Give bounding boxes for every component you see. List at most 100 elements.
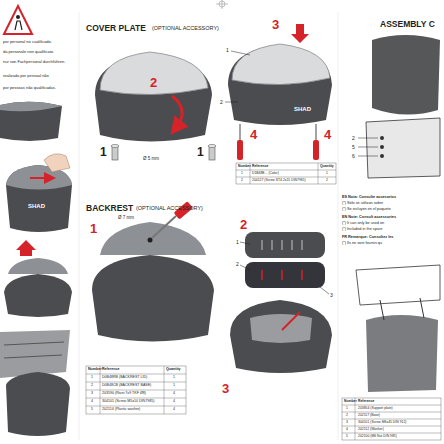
section-subtitle: (OPTIONAL ACCESSORY) <box>136 206 203 212</box>
table-header: Quantity <box>320 165 334 168</box>
illustration-path <box>6 165 72 232</box>
illustration-path <box>250 314 312 343</box>
illustration-path <box>16 240 36 256</box>
table-cell: 1 <box>326 172 328 175</box>
table-cell: 203854 (Support plate) <box>358 407 393 410</box>
illustration-path <box>0 102 62 112</box>
table-cell: D0B48RB (BACKREST LID) <box>102 376 147 380</box>
table-cell: 3 <box>91 392 93 396</box>
callout-number: 2 <box>220 100 223 105</box>
illustration-line <box>315 124 316 140</box>
step-number: 2 <box>150 76 157 89</box>
assembly-note: (*) Ils ne sont fournis qu <box>342 242 382 246</box>
assembly-note: (*) Se incluyen en el paquete <box>342 208 391 212</box>
illustration-line <box>239 124 240 140</box>
illustration-path <box>262 270 302 280</box>
illustration-line <box>320 287 329 294</box>
step-number: 1 <box>100 146 107 158</box>
illustration-path <box>366 315 438 392</box>
illustration-path <box>372 35 440 115</box>
illustration-rect <box>237 140 243 160</box>
assembly-note: (*) Included in the spare <box>342 228 382 232</box>
illustration-path <box>15 21 22 30</box>
table-header: Reference <box>358 400 374 403</box>
illustration-path <box>232 44 330 85</box>
illustration-rect <box>209 146 215 160</box>
illustration-path <box>228 45 332 125</box>
table-cell: 4 <box>91 400 93 404</box>
callout-number: 6 <box>352 154 355 159</box>
table-cell: 202112 (Washer) <box>358 428 384 431</box>
assembly-note: EN Note: Consult accessories <box>342 216 396 220</box>
illustration-circle <box>380 145 384 149</box>
illustration-path <box>30 177 50 179</box>
callout-number: 5 <box>352 145 355 150</box>
illustration-rect <box>342 398 441 440</box>
callout-number: 1 <box>226 48 229 53</box>
illustration-path <box>0 102 62 141</box>
illustration-path <box>366 118 440 178</box>
illustration-path <box>86 366 186 414</box>
note-text: por pessoas não qualificadas. <box>3 86 56 90</box>
dimension-label: Ø 5 mm <box>143 157 159 162</box>
illustration-rect <box>112 146 118 160</box>
illustration-path <box>230 300 332 373</box>
section-title: BACKREST <box>86 204 133 213</box>
illustration-line <box>79 12 80 440</box>
illustration-ellipse <box>111 145 119 148</box>
illustration-path <box>100 222 206 255</box>
table-cell: 4 <box>346 428 348 431</box>
note-text: nur von Fachpersonal durchführen. <box>3 60 65 64</box>
table-cell: 5 <box>91 408 93 412</box>
section-title: ASSEMBLY C <box>380 20 435 29</box>
step-number: 1 <box>90 222 97 235</box>
table-cell: 2 <box>326 179 328 182</box>
table-cell: 4 <box>173 408 175 412</box>
table-cell: 203590 (Rivet 7x9 TKF Ø8) <box>102 392 146 396</box>
illustration-circle <box>380 136 384 140</box>
illustration-path <box>236 163 336 184</box>
illustration-path <box>4 342 64 358</box>
illustration-circle <box>148 238 153 243</box>
illustration-line <box>222 0 223 9</box>
table-header: Number <box>238 165 251 168</box>
step-number: 1 <box>197 146 204 158</box>
table-cell: 304101 (Screw M6x45 DIN 912) <box>358 421 406 424</box>
note-text: por personal no cualificado. <box>3 40 52 44</box>
assembly-note: FR Remarque: Consultez les <box>342 236 393 240</box>
illustration-line <box>240 242 250 244</box>
table-header: Number <box>88 368 102 372</box>
table-header: Number <box>344 400 357 403</box>
brand-logo: SHAD <box>294 106 311 112</box>
illustration-ellipse <box>208 145 216 148</box>
illustration-circle <box>380 154 384 158</box>
note-text: da personale non qualificato. <box>3 50 54 54</box>
note-text: realizada por pessoal não <box>3 74 49 78</box>
illustration-path <box>172 96 182 128</box>
table-cell: 4 <box>173 392 175 396</box>
table-cell: 1 <box>173 384 175 388</box>
illustration-rect <box>245 262 325 288</box>
illustration-path <box>282 312 300 330</box>
step-number: 3 <box>222 382 229 395</box>
section-subtitle: (OPTIONAL ACCESSORY) <box>152 26 219 32</box>
dimension-label: Ø 7 mm <box>118 216 134 221</box>
table-cell: 2 <box>241 179 243 182</box>
illustration-rect <box>86 366 186 414</box>
callout-number: 2 <box>352 136 355 141</box>
illustration-rect <box>313 140 319 160</box>
assembly-note: (*) It can only be used on <box>342 222 384 226</box>
step-number: 2 <box>240 218 247 231</box>
table-header: Reference <box>252 165 268 168</box>
table-cell: 202100 (M6 Nut DIN 985) <box>358 435 397 438</box>
illustration-path <box>100 52 208 95</box>
illustration-path <box>358 138 378 156</box>
illustration-path <box>152 216 176 238</box>
callout-number: 2 <box>236 262 239 267</box>
table-cell: 1 <box>346 407 348 410</box>
table-cell: 2 <box>91 384 93 388</box>
illustration-path <box>4 274 72 317</box>
illustration-line <box>225 102 238 103</box>
section-title: COVER PLATE <box>86 24 146 33</box>
table-cell: 1 <box>241 172 243 175</box>
